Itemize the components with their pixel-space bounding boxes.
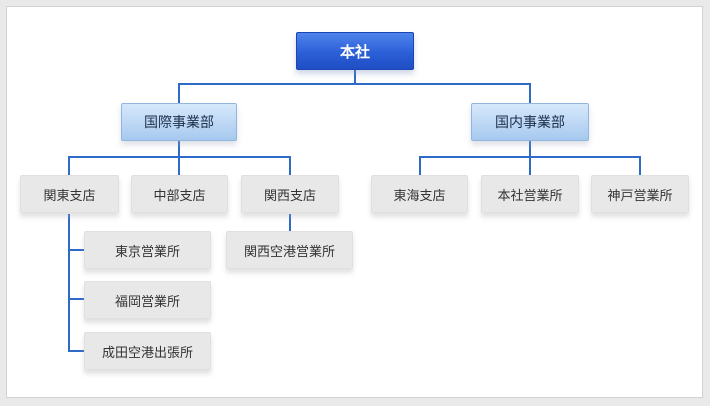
node-branch-kanto: 関東支店 [20,175,119,213]
node-office-honsha: 本社営業所 [481,175,579,213]
node-branch-tokai: 東海支店 [371,175,468,213]
node-office-tokyo: 東京営業所 [84,231,211,269]
node-office-kansai-airport: 関西空港営業所 [226,231,353,269]
node-root: 本社 [296,32,414,70]
node-office-narita: 成田空港出張所 [84,332,211,370]
node-office-kobe: 神戸営業所 [591,175,689,213]
node-office-fukuoka: 福岡営業所 [84,281,211,319]
node-division-international: 国際事業部 [121,103,237,141]
node-branch-chubu: 中部支店 [131,175,228,213]
node-branch-kansai: 関西支店 [241,175,339,213]
node-division-domestic: 国内事業部 [471,103,589,141]
